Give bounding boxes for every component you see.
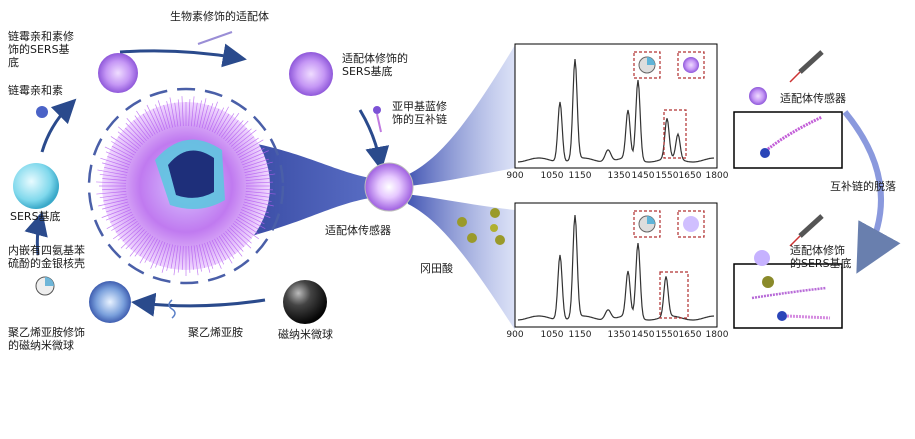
label-mb-complement: 亚甲基蓝修 饰的互补链 [392,100,447,126]
spectrum-x-tick: 1450 [632,171,655,181]
label-streptavidin-sers: 链霉亲和素修 饰的SERS基 底 [8,30,74,69]
funnel-left [235,140,370,240]
label-core-shell: 内嵌有四氨基苯 硫酚的金银核壳 [8,244,85,270]
arrow-left-up-lower [24,211,48,256]
label-release: 互补链的脱落 [830,180,896,193]
funnel-upper [405,45,515,186]
mb-complement-strand [376,113,382,133]
pei-mnp-particle [89,281,131,323]
label-biotin-aptamer: 生物素修饰的适配体 [170,10,269,23]
mb-complement-dot [373,106,381,114]
okadaic-acid-molecules [457,208,505,245]
label-pei-mnp: 聚乙烯亚胺修饰 的磁纳米微球 [8,326,85,352]
pei-icon [168,299,176,319]
sers-substrate-particle [13,163,59,209]
label-patulin: 冈田酸 [420,262,453,275]
label-mnp: 磁纳米微球 [278,328,333,341]
mnp-particle [283,280,327,324]
spectrum-x-tick: 900 [506,171,523,181]
spectrum-x-tick: 1050 [541,171,564,181]
spectrum-x-tick: 1800 [706,171,729,181]
label-pei: 聚乙烯亚胺 [188,326,243,339]
label-sers-substrate: SERS基底 [10,210,61,223]
spectrum-x-tick: 1450 [632,330,655,340]
label-aptasensor-right: 适配体传感器 [780,92,846,105]
biotin-aptamer-strand [197,31,233,45]
inset-box-top [733,111,843,169]
label-streptavidin: 链霉亲和素 [8,84,63,97]
funnel-lower [405,194,515,330]
streptavidin-sers-particle [98,53,138,93]
spectrum-x-tick: 1150 [569,330,592,340]
streptavidin-dot [36,106,48,118]
inset-box-bottom [733,263,843,329]
spectrum-upper [514,43,718,169]
label-aptamer-sers: 适配体修饰的 SERS基底 [342,52,408,78]
highlight-box-bottom-left [633,210,661,238]
spectrum-x-tick: 1650 [679,330,702,340]
aptamer-sers-particle [289,52,333,96]
label-aptamer-sers-right: 适配体修饰 的SERS基底 [790,244,852,270]
big-nanoparticle [96,96,276,276]
cycle-dashed-circle [87,87,285,285]
highlight-box-top-left [633,51,661,79]
highlight-box-bottom-right [677,210,705,238]
label-aptasensor: 适配体传感器 [325,224,391,237]
spectrum-x-tick: 1150 [569,171,592,181]
arrow-bottom [131,292,266,317]
arrow-left-up-upper [40,98,77,153]
spectrum-x-tick: 1550 [656,171,679,181]
aptasensor-particle [364,162,414,212]
spectrum-x-tick: 1350 [608,171,631,181]
highlight-box-top-right [677,51,705,79]
spectrum-x-tick: 1800 [706,330,729,340]
spectrum-lower [514,202,718,328]
arrow-right-curve [842,110,901,274]
aptamer-sers-icon-right [754,214,824,266]
aptasensor-icon-right [749,50,824,105]
highlight-box-bottom-peak [659,271,689,319]
spectrum-x-tick: 1350 [608,330,631,340]
arrow-top [119,43,247,68]
spectrum-x-tick: 900 [506,330,523,340]
spectrum-x-tick: 1550 [656,330,679,340]
core-shell-cut [45,277,54,286]
highlight-box-top-peak [663,109,687,159]
spectrum-x-tick: 1050 [541,330,564,340]
spectrum-x-tick: 1650 [679,171,702,181]
arrow-right-down [358,109,390,171]
